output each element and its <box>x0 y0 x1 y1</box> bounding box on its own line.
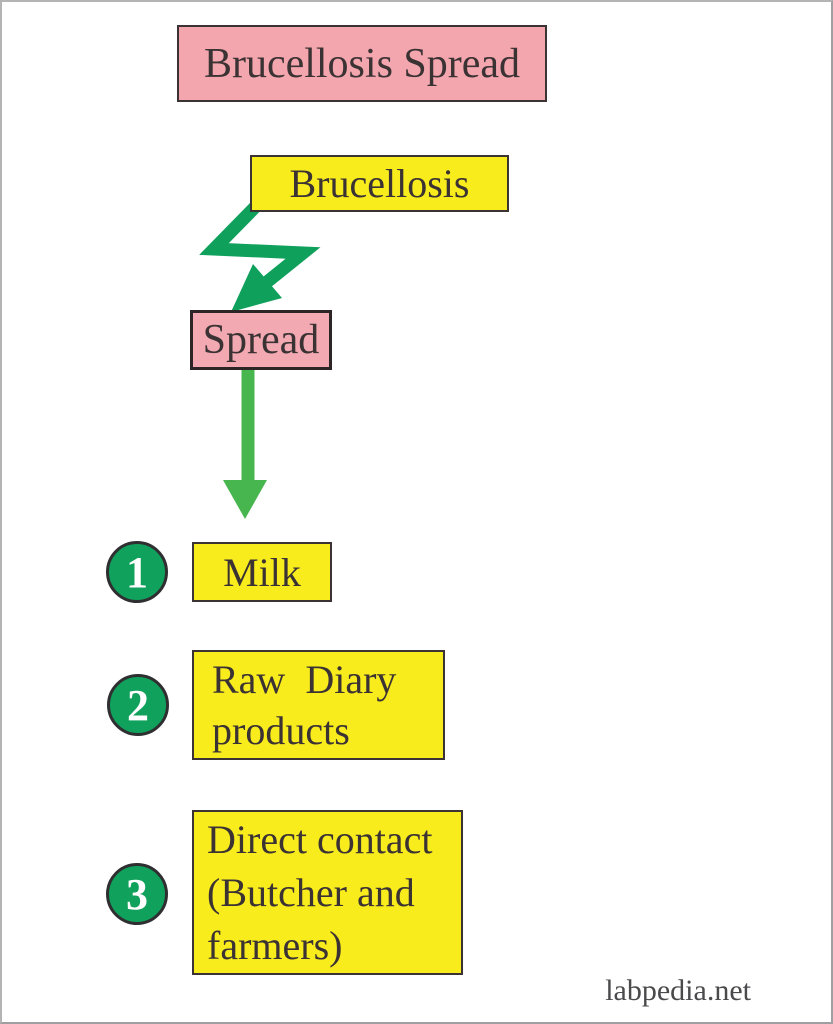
diagram-title-box: Brucellosis Spread <box>177 25 547 102</box>
route-3-label-line-1: Direct contact <box>207 817 433 862</box>
route-3-box: Direct contact (Butcher and farmers) <box>192 810 463 975</box>
node-brucellosis-label: Brucellosis <box>289 161 470 206</box>
node-brucellosis: Brucellosis <box>250 155 509 212</box>
zigzag-arrow-icon <box>199 193 321 312</box>
diagram-title: Brucellosis Spread <box>203 40 521 87</box>
route-1-number: 1 <box>126 547 148 597</box>
route-3-label-line-2: (Butcher and <box>207 870 415 915</box>
route-3-label-line-3: farmers) <box>207 923 343 968</box>
node-spread: Spread <box>190 310 332 370</box>
route-2-number: 2 <box>127 680 149 730</box>
route-2-box: Raw Diary products <box>192 650 445 760</box>
route-3-number-badge: 3 <box>106 863 168 925</box>
node-spread-label: Spread <box>202 317 320 363</box>
route-1-label: Milk <box>223 549 301 595</box>
route-2-number-badge: 2 <box>107 674 169 736</box>
watermark: labpedia.net <box>605 974 751 1007</box>
route-2-label-line-1: Raw Diary <box>212 657 397 702</box>
route-1-number-badge: 1 <box>106 541 168 603</box>
route-2-label-line-2: products <box>212 708 350 753</box>
route-1-box: Milk <box>192 542 332 602</box>
route-3-number: 3 <box>126 869 148 919</box>
